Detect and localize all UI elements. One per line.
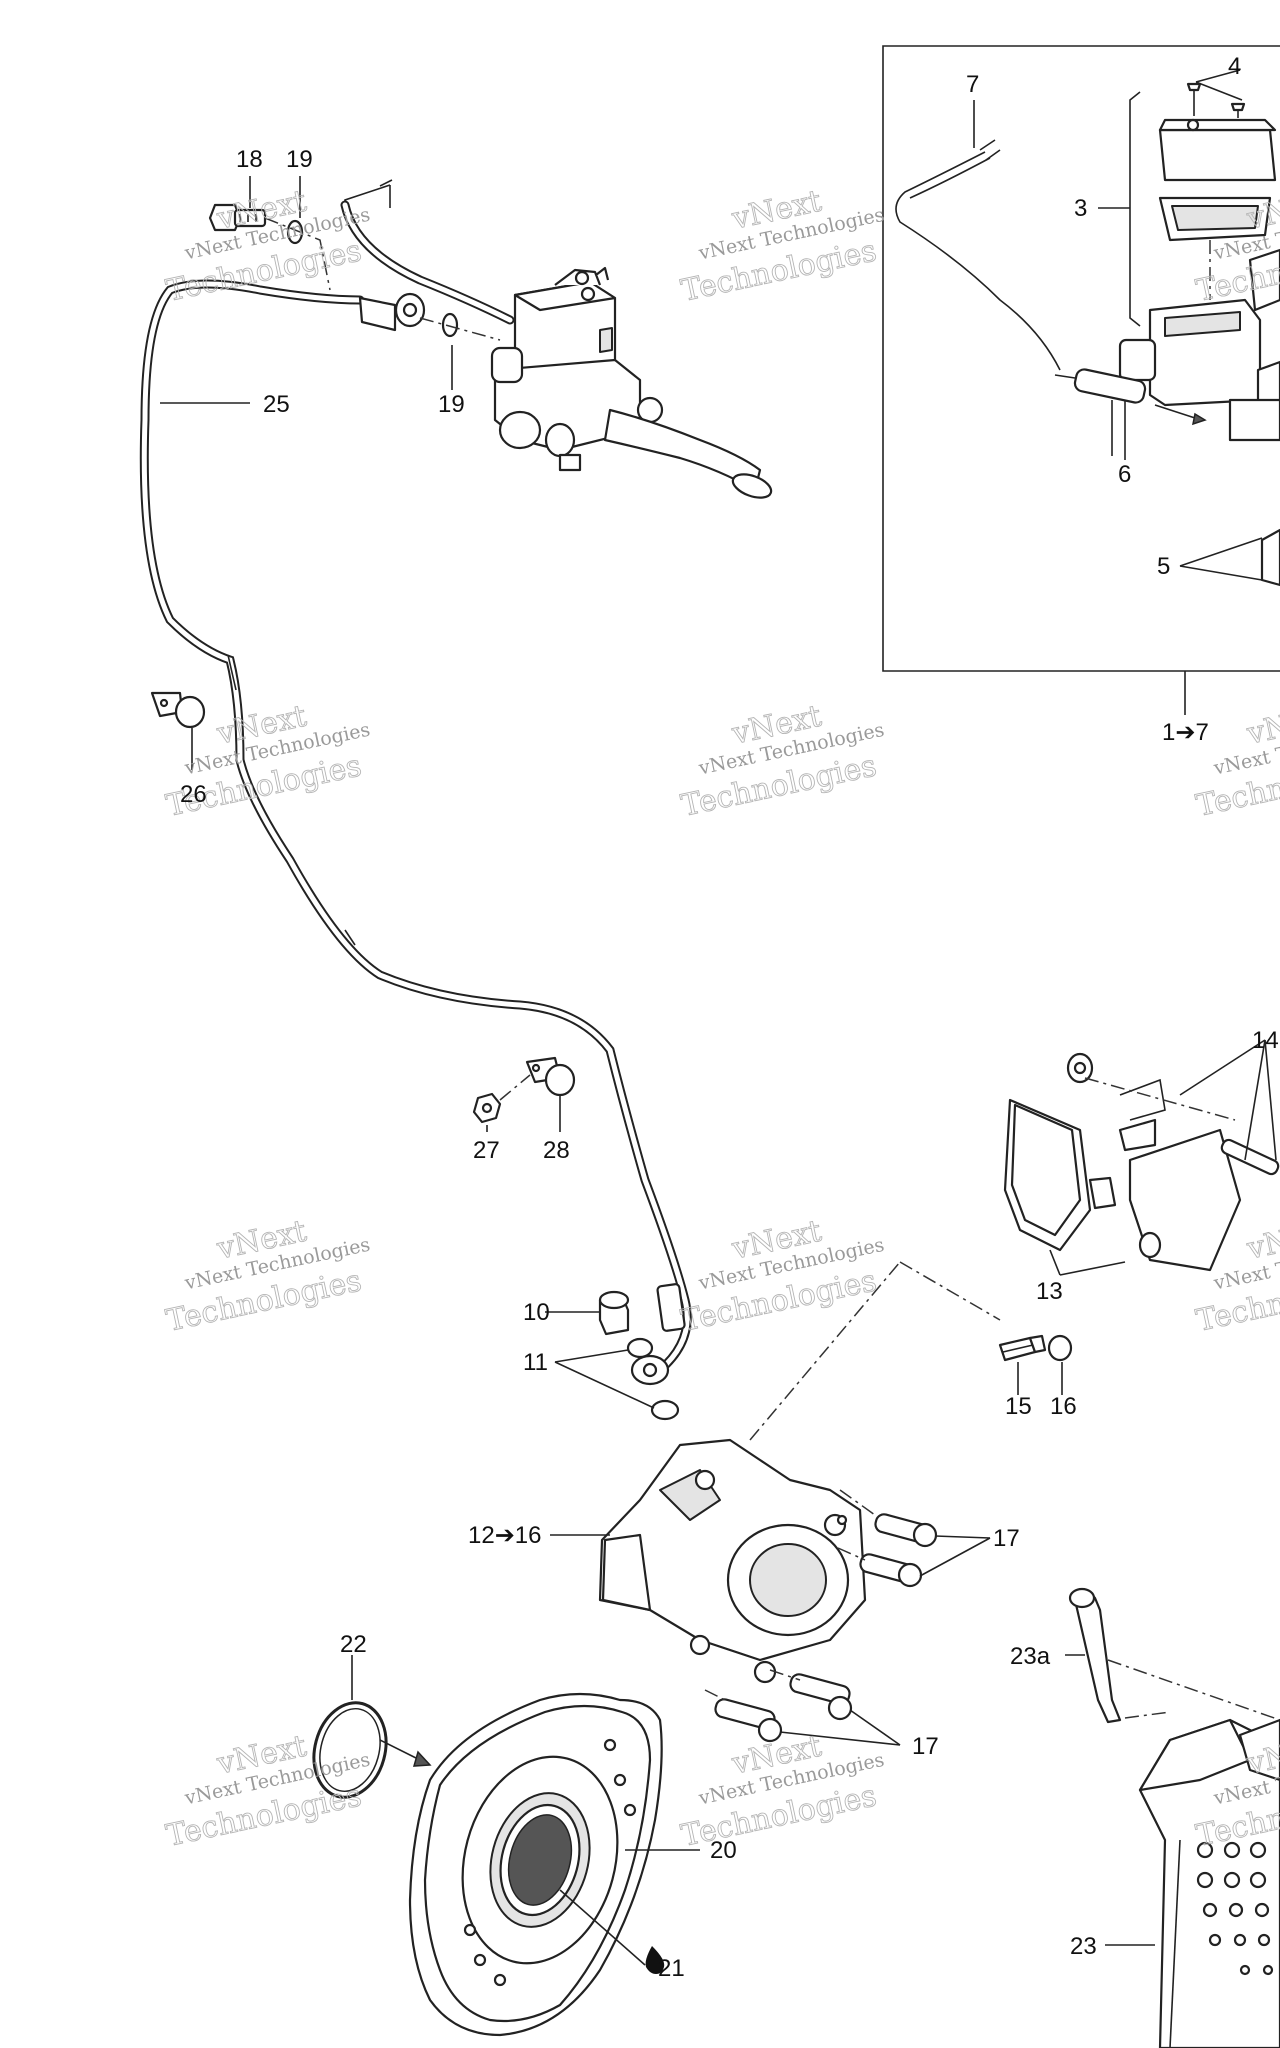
watermark-group: vNext vNext Technologies Technologies (1193, 183, 1280, 309)
watermark-group: vNext vNext Technologies Technologies (678, 183, 886, 309)
hose-clamp-26 (150, 691, 206, 770)
callout-17-lower: 17 (912, 1733, 939, 1760)
watermark-group: vNext vNext Technologies Technologies (678, 698, 886, 824)
leader-lines (160, 100, 1113, 456)
callout-4: 4 (1228, 53, 1241, 80)
callout-28: 28 (543, 1137, 570, 1164)
callout-5: 5 (1157, 553, 1170, 580)
callout-3: 3 (1074, 195, 1087, 222)
callout-19-upper: 19 (286, 146, 313, 173)
watermark-group: vNext vNext Technologies Technologies (163, 183, 372, 309)
callout-22: 22 (340, 1631, 367, 1658)
callout-14: 14 (1252, 1027, 1279, 1054)
watermark-group: vNext vNext Technologies Technologies (163, 1213, 372, 1339)
callout-6: 6 (1118, 461, 1131, 488)
callout-11: 11 (523, 1349, 548, 1376)
banjo-bolt-and-washers (208, 176, 501, 390)
master-cylinder-kit-inset (882, 45, 1280, 715)
caliper-bolts-lower (704, 1669, 901, 1746)
callout-12-16: 12➔16 (468, 1522, 542, 1549)
grease-drop-icon (645, 1946, 665, 1974)
caliper-bolts-upper (837, 1489, 991, 1588)
callout-labels: 1➔7 3 4 5 6 7 10 11 12➔16 13 14 15 16 17… (180, 53, 1279, 1982)
brake-caliper (550, 1261, 1001, 1684)
callout-25: 25 (263, 391, 290, 418)
bleed-screw-and-cap (998, 1334, 1073, 1395)
watermark-group: vNext vNext Technologies Technologies (163, 1728, 372, 1854)
o-ring (312, 1655, 432, 1799)
callout-23: 23 (1070, 1933, 1097, 1960)
watermark-group: vNext vNext Technologies Technologies (1193, 698, 1280, 824)
nut-and-clamp (472, 1056, 576, 1132)
callout-26: 26 (180, 781, 207, 808)
callout-20: 20 (710, 1837, 737, 1864)
brake-hose (139, 279, 692, 1386)
watermark-group: vNext vNext Technologies Technologies (678, 1728, 886, 1854)
bleeder-and-washers (545, 1290, 680, 1421)
brake-pads (1003, 1039, 1280, 1276)
callout-7: 7 (966, 71, 979, 98)
callout-19-lower: 19 (438, 391, 465, 418)
master-cylinder-assembly (340, 179, 773, 499)
callout-23a: 23a (1010, 1643, 1051, 1670)
callout-1-7: 1➔7 (1162, 719, 1209, 746)
watermark-group: vNext vNext Technologies Technologies (678, 1213, 886, 1339)
callout-10: 10 (523, 1299, 550, 1326)
callout-16: 16 (1050, 1393, 1077, 1420)
brake-disc (408, 1692, 700, 2037)
callout-21: 21 (658, 1955, 685, 1982)
callout-18: 18 (236, 146, 263, 173)
callout-15: 15 (1005, 1393, 1032, 1420)
callout-17-upper: 17 (993, 1525, 1020, 1552)
heat-shield (1065, 1587, 1280, 2048)
callout-13: 13 (1036, 1278, 1063, 1305)
callout-27: 27 (473, 1137, 500, 1164)
